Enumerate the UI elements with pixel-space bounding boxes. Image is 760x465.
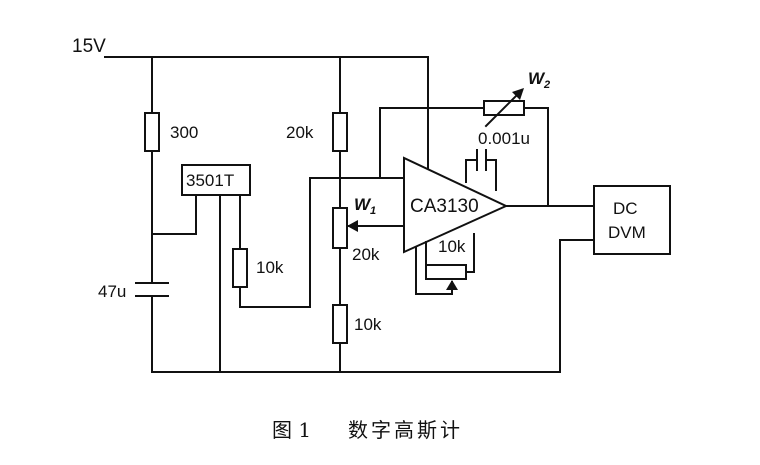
r20k-top-label: 20k — [286, 123, 314, 142]
r300-label: 300 — [170, 123, 198, 142]
cap001-label: 0.001u — [478, 129, 530, 148]
figure-number: 图 1 — [272, 418, 311, 442]
resistor-10k-divider — [332, 304, 348, 344]
r10k-sensor-label: 10k — [256, 258, 284, 277]
opamp-label: CA3130 — [410, 196, 479, 217]
offset-pot-label: 10k — [438, 237, 466, 256]
w2-label: W2 — [528, 69, 550, 91]
dvm-line2: DVM — [608, 223, 646, 242]
r10k-divider-label: 10k — [354, 315, 382, 334]
resistor-300 — [144, 112, 160, 152]
dc-dvm-meter — [593, 185, 671, 255]
w2-arrow-head — [512, 88, 524, 100]
hall-sensor-3501t — [181, 164, 251, 196]
potentiometer-10k-offset — [425, 264, 467, 280]
potentiometer-w1 — [332, 207, 348, 249]
supply-label: 15V — [72, 36, 106, 57]
figure-title: 数字高斯计 — [348, 418, 463, 442]
offset-wiper-arrow — [446, 280, 458, 290]
sensor-label: 3501T — [186, 171, 234, 190]
dvm-line1: DC — [613, 199, 638, 218]
w1-label: W1 — [354, 195, 376, 217]
opamp-ca3130 — [403, 156, 509, 254]
resistor-10k-sensor — [232, 248, 248, 288]
resistor-20k-top — [332, 112, 348, 152]
r20k-lower-label: 20k — [352, 245, 380, 264]
w1-wiper-arrow — [347, 220, 358, 232]
cap47-label: 47u — [98, 282, 126, 301]
